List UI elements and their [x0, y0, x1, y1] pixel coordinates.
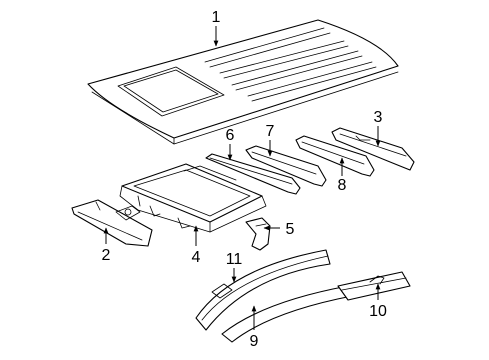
part-roof-bow-3	[331, 127, 415, 171]
part-small-bracket	[245, 217, 271, 251]
part-roof-panel	[87, 19, 399, 145]
part-roof-bow-8	[295, 135, 375, 177]
callout-11: 11	[226, 251, 243, 268]
part-sunroof-frame	[119, 163, 267, 233]
callout-4: 4	[192, 249, 201, 266]
leader-lines	[103, 26, 381, 330]
part-roof-bow-6	[205, 153, 301, 195]
callout-8: 8	[338, 177, 347, 194]
callout-6: 6	[226, 127, 235, 144]
callout-10: 10	[369, 303, 387, 320]
callout-7: 7	[266, 123, 275, 140]
callout-3: 3	[374, 109, 383, 126]
callout-5: 5	[286, 221, 295, 238]
callout-1: 1	[212, 9, 221, 26]
callout-9: 9	[250, 333, 259, 350]
part-bracket	[71, 199, 153, 247]
part-rear-rail	[337, 271, 411, 301]
part-roof-bow-7	[245, 145, 327, 187]
part-side-rail	[195, 249, 331, 331]
callout-2: 2	[102, 247, 111, 264]
